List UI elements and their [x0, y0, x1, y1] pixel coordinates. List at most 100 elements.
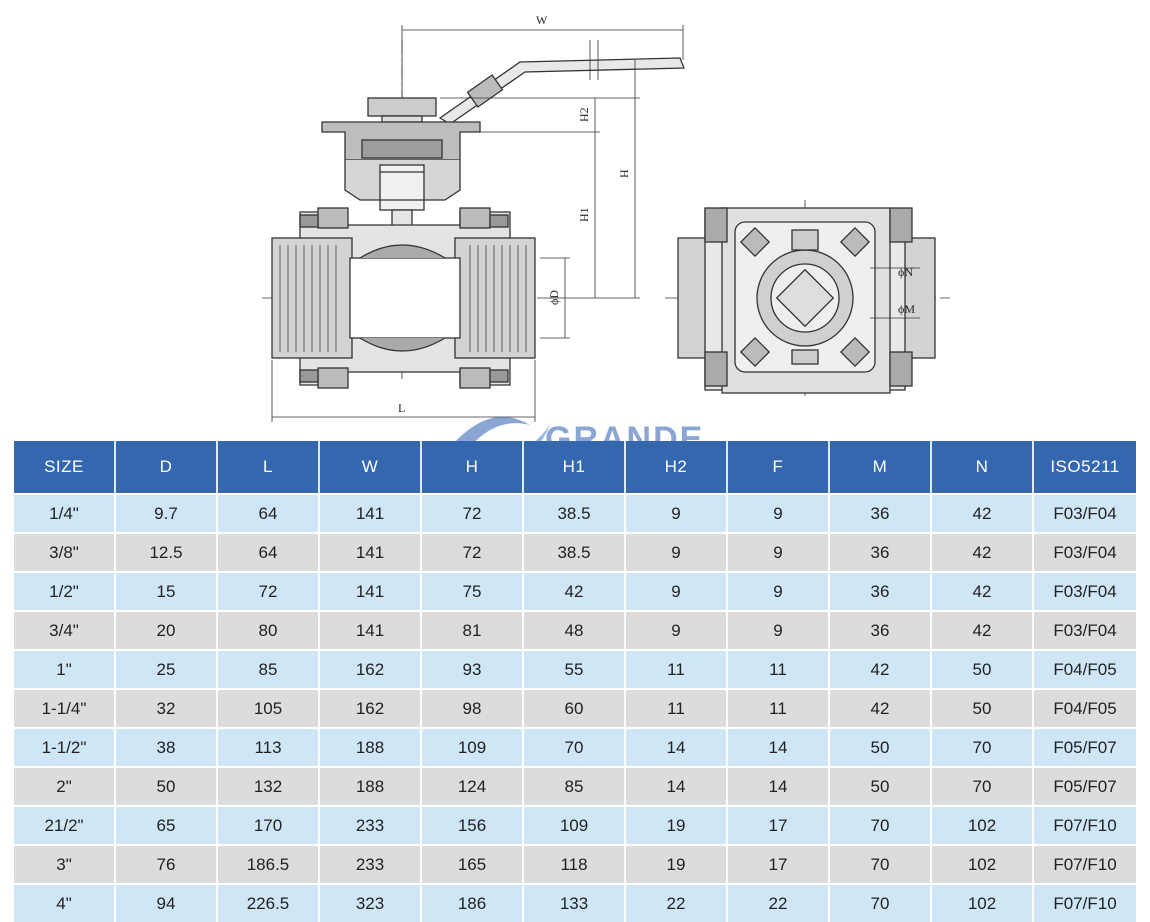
table-cell: 9	[626, 610, 728, 649]
table-cell: 70	[524, 727, 626, 766]
column-header-h2: H2	[626, 441, 728, 493]
table-cell: 17	[728, 844, 830, 883]
table-cell: 50	[932, 649, 1034, 688]
table-cell: 81	[422, 610, 524, 649]
table-cell: 70	[932, 766, 1034, 805]
table-cell: 14	[728, 727, 830, 766]
table-cell: F04/F05	[1034, 649, 1136, 688]
table-cell: 42	[524, 571, 626, 610]
table-cell: 3/4"	[14, 610, 116, 649]
column-header-w: W	[320, 441, 422, 493]
table-cell: 11	[626, 688, 728, 727]
table-cell: 70	[830, 883, 932, 922]
table-cell: 11	[728, 688, 830, 727]
column-header-f: F	[728, 441, 830, 493]
table-cell: 50	[932, 688, 1034, 727]
table-cell: F03/F04	[1034, 532, 1136, 571]
table-cell: 14	[626, 766, 728, 805]
table-cell: 170	[218, 805, 320, 844]
table-cell: 75	[422, 571, 524, 610]
table-cell: 1/2"	[14, 571, 116, 610]
column-header-m: M	[830, 441, 932, 493]
table-cell: 14	[728, 766, 830, 805]
table-cell: 70	[830, 805, 932, 844]
table-cell: 70	[830, 844, 932, 883]
table-cell: F07/F10	[1034, 805, 1136, 844]
table-cell: 9	[626, 532, 728, 571]
table-cell: 70	[932, 727, 1034, 766]
table-cell: 36	[830, 610, 932, 649]
table-cell: 36	[830, 493, 932, 532]
column-header-h1: H1	[524, 441, 626, 493]
table-cell: 233	[320, 844, 422, 883]
table-cell: 113	[218, 727, 320, 766]
table-cell: 85	[524, 766, 626, 805]
table-cell: 38	[116, 727, 218, 766]
column-header-d: D	[116, 441, 218, 493]
table-cell: 12.5	[116, 532, 218, 571]
table-cell: 9.7	[116, 493, 218, 532]
table-cell: F04/F05	[1034, 688, 1136, 727]
dim-label-n: ϕN	[898, 265, 913, 279]
table-cell: F03/F04	[1034, 610, 1136, 649]
table-cell: 11	[728, 649, 830, 688]
table-cell: F07/F10	[1034, 883, 1136, 922]
column-header-l: L	[218, 441, 320, 493]
table-cell: 9	[626, 571, 728, 610]
table-cell: 186	[422, 883, 524, 922]
table-cell: 102	[932, 805, 1034, 844]
table-cell: 141	[320, 571, 422, 610]
column-header-size: SIZE	[14, 441, 116, 493]
table-cell: 102	[932, 844, 1034, 883]
table-cell: 42	[932, 493, 1034, 532]
table-cell: 165	[422, 844, 524, 883]
table-cell: 109	[524, 805, 626, 844]
table-cell: 19	[626, 805, 728, 844]
table-cell: 102	[932, 883, 1034, 922]
table-cell: 38.5	[524, 493, 626, 532]
table-cell: 11	[626, 649, 728, 688]
column-header-n: N	[932, 441, 1034, 493]
table-cell: 94	[116, 883, 218, 922]
dim-label-h2: H2	[577, 107, 591, 122]
table-cell: 3"	[14, 844, 116, 883]
table-cell: 2"	[14, 766, 116, 805]
table-cell: F03/F04	[1034, 493, 1136, 532]
table-cell: 36	[830, 571, 932, 610]
table-cell: 17	[728, 805, 830, 844]
table-cell: 22	[626, 883, 728, 922]
table-cell: 19	[626, 844, 728, 883]
table-cell: 64	[218, 493, 320, 532]
table-cell: 188	[320, 766, 422, 805]
table-cell: 141	[320, 610, 422, 649]
table-cell: 93	[422, 649, 524, 688]
table-cell: F03/F04	[1034, 571, 1136, 610]
table-cell: 42	[932, 532, 1034, 571]
table-cell: 42	[932, 610, 1034, 649]
table-cell: 98	[422, 688, 524, 727]
table-cell: 14	[626, 727, 728, 766]
table-cell: 105	[218, 688, 320, 727]
table-cell: 141	[320, 493, 422, 532]
table-cell: 1/4"	[14, 493, 116, 532]
table-cell: 9	[728, 493, 830, 532]
column-header-iso5211: ISO5211	[1034, 441, 1136, 493]
table-cell: 9	[626, 493, 728, 532]
table-cell: 72	[422, 532, 524, 571]
table-cell: 85	[218, 649, 320, 688]
table-cell: 60	[524, 688, 626, 727]
table-cell: 323	[320, 883, 422, 922]
table-cell: 133	[524, 883, 626, 922]
table-cell: 21/2"	[14, 805, 116, 844]
table-cell: 50	[116, 766, 218, 805]
table-cell: 188	[320, 727, 422, 766]
table-cell: 42	[830, 649, 932, 688]
table-cell: 1"	[14, 649, 116, 688]
